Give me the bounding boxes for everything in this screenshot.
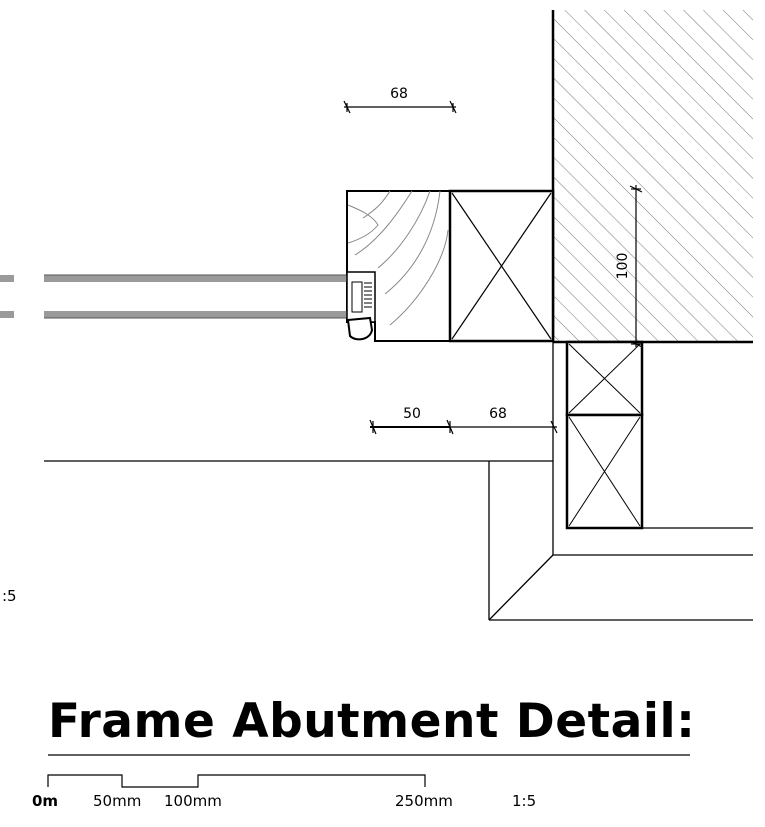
scale-ratio: 1:5: [512, 792, 536, 810]
dimension-top-width: 68: [390, 86, 408, 102]
cill-lines: [44, 342, 753, 621]
drawing-title: Frame Abutment Detail:: [48, 694, 696, 749]
dimension-lower-left: 50: [403, 406, 421, 422]
scale-tick-0m: 0m: [32, 792, 58, 810]
scale-tick-100mm: 100mm: [164, 792, 222, 810]
scale-tick-250mm: 250mm: [395, 792, 453, 810]
dimension-lines: [343, 100, 643, 435]
scale-tick-50mm: 50mm: [93, 792, 141, 810]
side-scale-label: :5: [2, 587, 17, 605]
scale-bar: [47, 774, 426, 788]
dimension-lower-right: 68: [489, 406, 507, 422]
glazing-unit: [0, 271, 376, 341]
scale-bar-labels: 0m 50mm 100mm 250mm 1:5: [32, 792, 536, 810]
dimension-labels: 68 100 50 68: [390, 86, 631, 422]
frame-packer-block: [448, 189, 555, 343]
dimension-vertical: 100: [615, 253, 631, 280]
masonry-wall: [551, 10, 753, 344]
sub-frame-blocks: [565, 340, 644, 530]
